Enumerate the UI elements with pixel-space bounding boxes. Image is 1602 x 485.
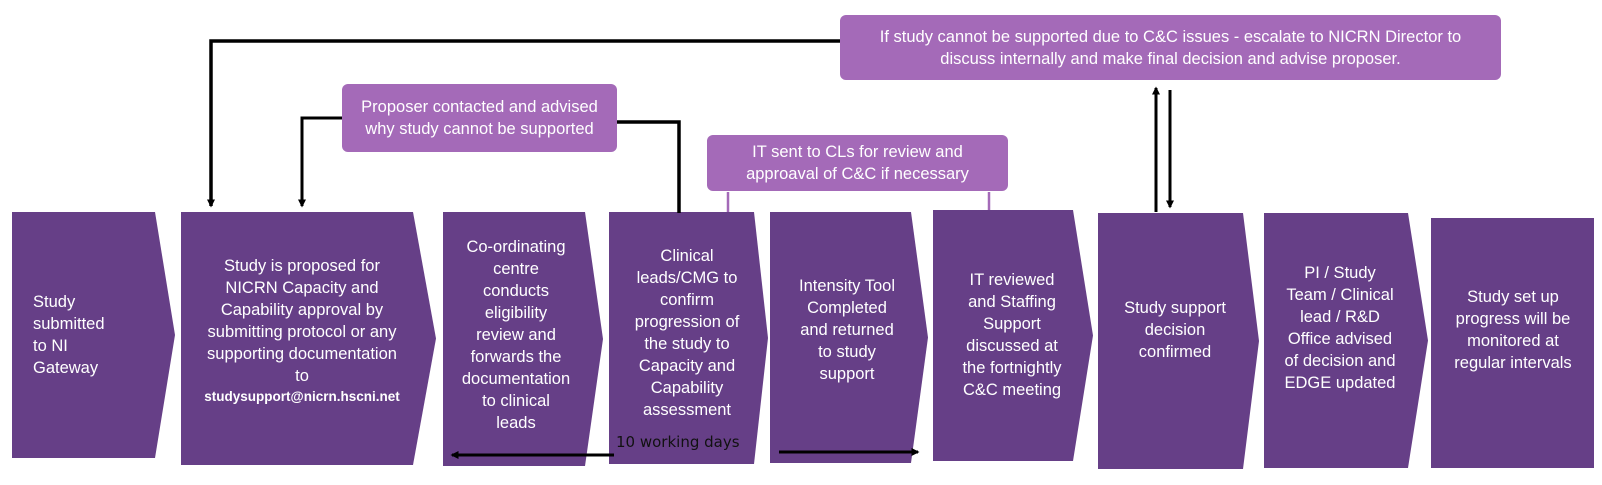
connector-escalate-to-step-2 [207,39,842,208]
step-9-shape [1431,218,1594,468]
callout-proposer: Proposer contacted and advised why study… [342,84,617,152]
callout-escalate: If study cannot be supported due to C&C … [840,15,1501,80]
step-5-text: Intensity Tool Completed and returned to… [798,277,895,383]
step-2-text: Study is proposed for NICRN Capacity and… [188,246,416,416]
step-1-text: Study submitted to NI Gateway [33,293,105,377]
step-2-description: Study is proposed for NICRN Capacity and… [207,257,397,385]
step-8-text: PI / Study Team / Clinical lead / R&D Of… [1284,264,1396,392]
connector-step-4-to-proposer [614,120,681,213]
callout-intensity-tool: IT sent to CLs for review and approaval … [707,135,1008,191]
steps-layer [12,210,1594,469]
step-6-text: IT reviewed and Staffing Support discuss… [962,271,1062,399]
step-5-shape [770,212,928,463]
step-4-text: Clinical leads/CMG to confirm progressio… [634,246,740,419]
step-3-text: Co-ordinating centre conducts eligibilit… [461,237,571,432]
step-7-text: Study support decision confirmed [1124,299,1226,361]
step-7-shape [1098,213,1259,469]
step-2-shape [181,212,436,465]
connectors-layer [207,39,1174,459]
step-8-shape [1264,213,1428,468]
step-6-shape [933,210,1093,461]
step-1-shape [12,212,175,458]
step-9-text: Study set up progress will be monitored … [1454,288,1572,372]
duration-label: 10 working days [616,433,740,451]
step-4-shape [609,212,768,464]
step-2-email-link[interactable]: studysupport@nicrn.hscni.net [204,389,400,404]
connector-proposer-to-step-2 [298,116,343,208]
step-3-shape [443,212,603,466]
